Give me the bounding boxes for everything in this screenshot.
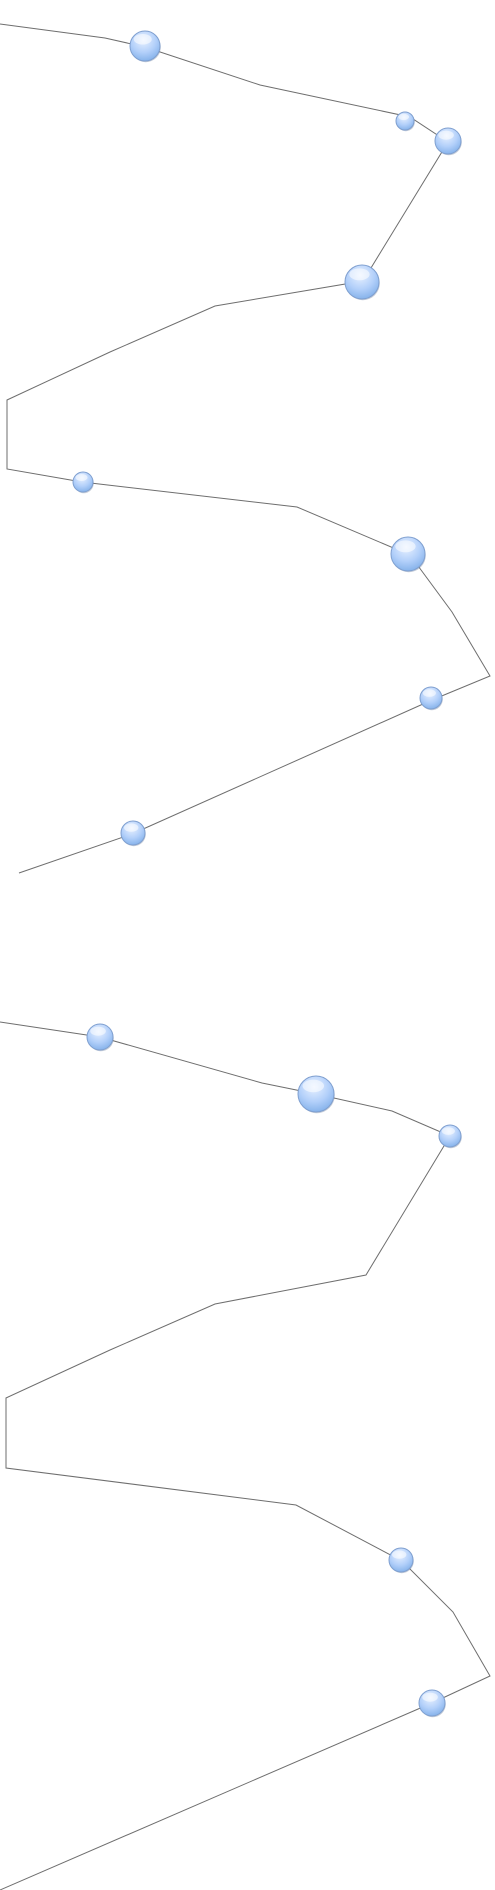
node-12-highlight xyxy=(392,1550,407,1559)
node-8[interactable] xyxy=(120,820,146,847)
node-5-highlight xyxy=(75,474,88,481)
node-5[interactable] xyxy=(72,471,94,494)
node-1-highlight xyxy=(133,34,152,45)
node-7[interactable] xyxy=(419,686,443,711)
node-13[interactable] xyxy=(418,1689,446,1718)
zigzag-path-bottom xyxy=(0,1021,491,1890)
node-11[interactable] xyxy=(438,1124,462,1149)
node-4[interactable] xyxy=(344,264,380,301)
node-10[interactable] xyxy=(297,1075,335,1114)
paths-layer xyxy=(0,23,491,1890)
node-12[interactable] xyxy=(388,1547,414,1574)
node-3[interactable] xyxy=(434,127,462,156)
node-1[interactable] xyxy=(129,30,161,63)
zigzag-path-top xyxy=(0,23,491,874)
node-11-highlight xyxy=(441,1127,455,1135)
node-9[interactable] xyxy=(86,1023,114,1052)
nodes-layer xyxy=(72,30,462,1718)
node-13-highlight xyxy=(422,1692,438,1702)
node-4-highlight xyxy=(349,268,370,281)
node-10-highlight xyxy=(302,1079,325,1093)
node-3-highlight xyxy=(438,130,454,140)
node-7-highlight xyxy=(422,689,436,697)
node-6-highlight xyxy=(395,540,416,553)
node-9-highlight xyxy=(90,1026,106,1036)
node-2[interactable] xyxy=(395,111,415,132)
node-6[interactable] xyxy=(390,536,426,573)
node-2-highlight xyxy=(398,113,410,121)
node-8-highlight xyxy=(124,823,139,832)
